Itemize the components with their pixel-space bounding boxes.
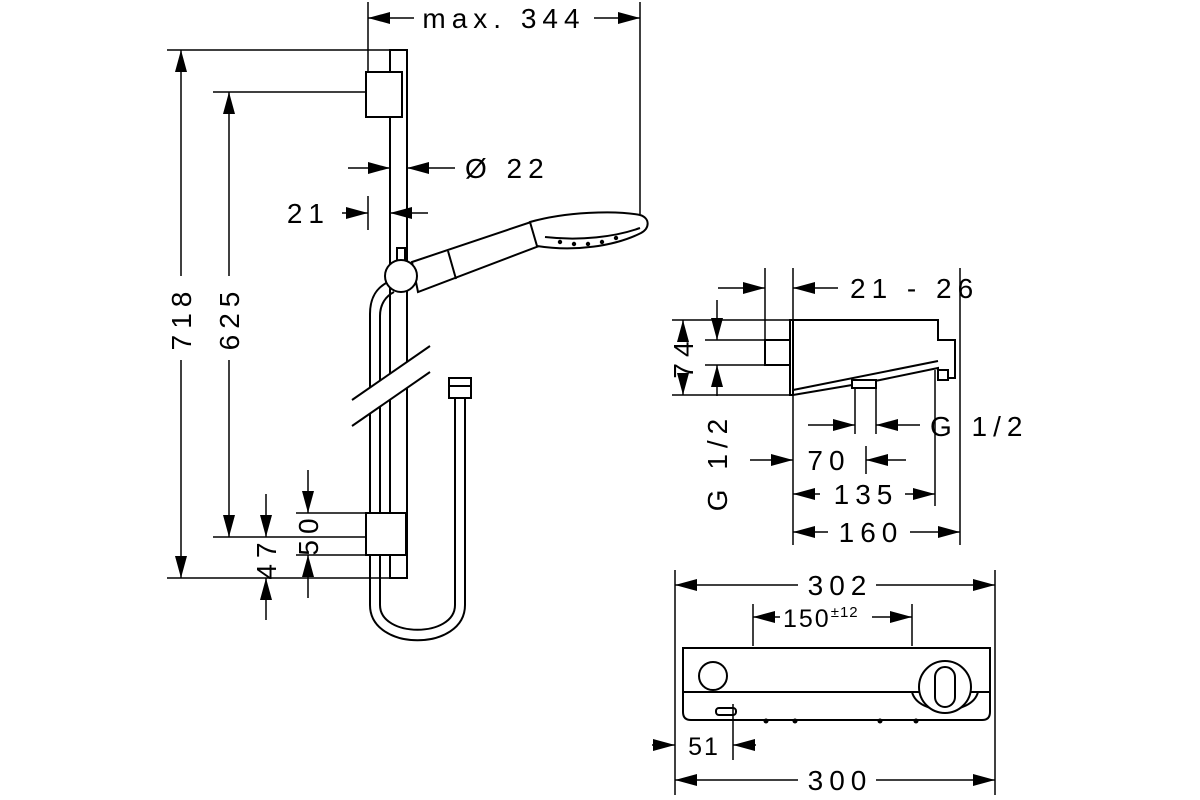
dimension-label-bracket-spacing: 625 <box>214 286 245 351</box>
nozzle-dot <box>613 235 619 241</box>
dimension-outlet-thread: G 1/2 <box>808 388 1028 442</box>
hand-shower-handle <box>410 220 541 294</box>
dimension-label-bottom-offset: 47 <box>251 536 282 579</box>
break-line-lower <box>351 371 431 427</box>
dimension-label-overall-width: 302 <box>808 570 873 601</box>
dimension-overall-width: 302 <box>674 570 996 795</box>
shelf-screw-dot <box>763 718 769 724</box>
temperature-knob-grip <box>934 666 956 708</box>
dimension-label-inlet-spacing: 150±12 <box>783 604 859 633</box>
dimension-total-height: 718 <box>166 49 390 579</box>
outlet-thread-label: G 1/2 <box>930 411 1028 442</box>
nozzle-dot <box>571 241 577 247</box>
shelf-screw-dot <box>913 718 919 724</box>
shelf-screw-dot <box>792 718 798 724</box>
dimension-outlet-offset: 70 <box>750 445 906 476</box>
dimension-body-height: 74 <box>668 319 790 396</box>
dimension-label-bracket-height: 50 <box>293 512 324 555</box>
dimension-rail-offset: 21 <box>287 196 428 230</box>
inlet-spacing-value: 150 <box>783 605 831 633</box>
outlet-tab <box>851 379 877 389</box>
shower-rail <box>389 49 408 579</box>
dimension-bracket-spacing: 625 <box>213 91 366 538</box>
dimension-connector-height <box>705 300 765 396</box>
inlet-spacing-tolerance: ±12 <box>831 604 859 621</box>
dimension-base-width: 300 <box>675 765 995 796</box>
hose-inner-line <box>379 291 456 631</box>
dimension-outlet-offset-front: 51 <box>652 704 756 761</box>
shower-holder <box>384 259 418 293</box>
dimension-label-depth-short: 135 <box>834 479 899 510</box>
dimension-wall-projection: 21 - 26 <box>718 268 979 340</box>
nozzle-dot <box>557 239 563 245</box>
thermostat-side-view: 21 - 26 74 G 1/2 G 1/2 <box>668 268 1028 548</box>
hose-connector <box>448 377 472 399</box>
shelf-slot <box>715 707 737 716</box>
hand-shower-head <box>528 211 649 250</box>
dimension-inlet-spacing: 150±12 <box>752 604 913 646</box>
top-wall-bracket <box>365 71 403 118</box>
thermostat-shelf-lip <box>682 691 991 721</box>
inlet-thread-label: G 1/2 <box>702 413 733 511</box>
hose-outer-line <box>369 281 466 642</box>
nozzle-dot <box>599 239 605 245</box>
body-lower-edge <box>792 360 939 391</box>
bottom-wall-bracket <box>365 512 407 556</box>
dimension-label-total-height: 718 <box>166 286 197 351</box>
handle-band-line <box>447 250 457 280</box>
dimension-label-outlet-offset: 70 <box>807 445 850 476</box>
dimension-depth-long: 160 <box>793 268 961 548</box>
side-knob-stub <box>937 369 949 381</box>
shower-set-drawing: max. 344 Ø 22 21 718 <box>166 2 649 642</box>
dimension-depth-short: 135 <box>792 370 936 545</box>
dimension-label-rail-offset: 21 <box>287 198 330 229</box>
flow-control-knob <box>698 661 728 691</box>
break-mask <box>352 346 430 426</box>
dimension-label-outlet-offset-front: 51 <box>688 733 720 761</box>
wall-connector <box>764 339 791 366</box>
thermostat-front-view: 302 150±12 51 300 <box>652 570 996 796</box>
dimension-max-width: max. 344 <box>367 2 641 214</box>
dimension-label-body-height: 74 <box>668 335 699 378</box>
shelf-screw-dot <box>877 718 883 724</box>
dimension-label-wall-projection: 21 - 26 <box>850 273 979 304</box>
dimension-label-base-width: 300 <box>808 765 873 796</box>
break-line-upper <box>351 345 431 401</box>
dimension-label-rail-diameter: Ø 22 <box>465 153 550 184</box>
dimension-bottom-offset: 47 <box>251 494 282 620</box>
dimension-rail-diameter: Ø 22 <box>348 152 550 184</box>
shower-head-face-line <box>544 227 641 240</box>
dimension-label-depth-long: 160 <box>839 517 904 548</box>
dimension-label-max-width: max. 344 <box>422 3 585 34</box>
nozzle-dot <box>585 241 591 247</box>
dimension-bracket-height: 50 <box>293 470 366 598</box>
